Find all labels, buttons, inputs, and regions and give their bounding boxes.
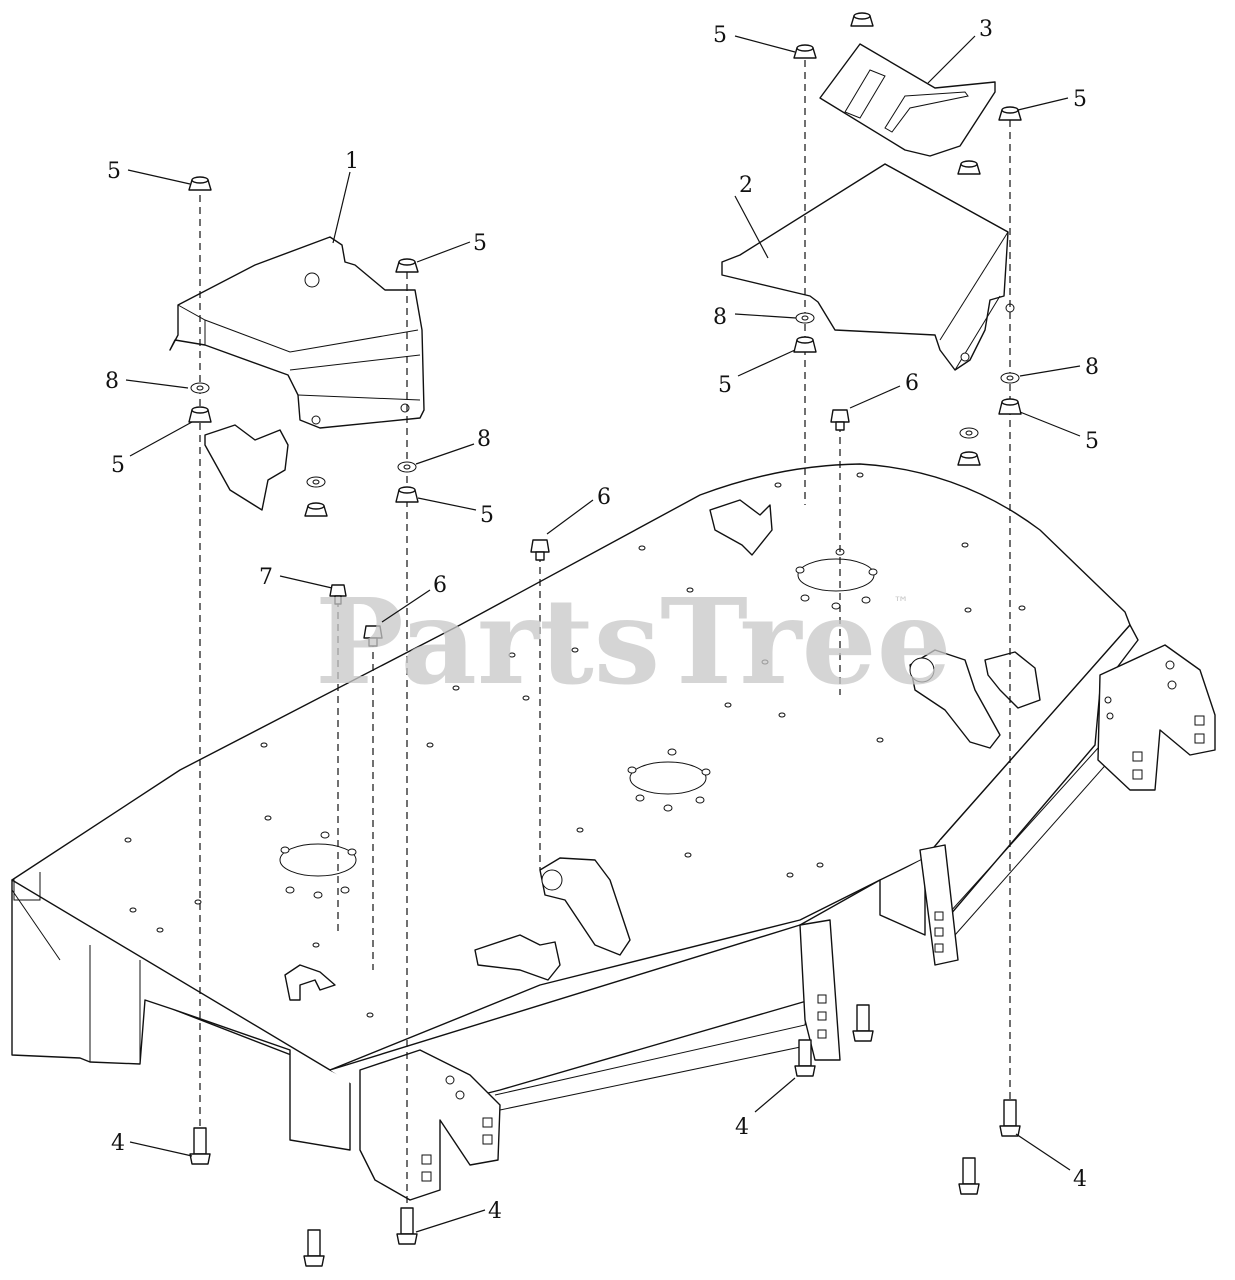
alignment-lines	[199, 60, 1011, 1210]
callout-label-c6a: 6	[597, 485, 611, 510]
part-callouts: 1 2 3 4 4 4 4 5 5 5 5 5 5 5 5 6 6 6 7 8 8 8 8	[105, 17, 1099, 1233]
callout-leader-c5b	[416, 241, 471, 263]
callout-leader-c6a	[546, 499, 594, 535]
callout-label-c4c: 4	[735, 1115, 749, 1140]
callout-label-c8b: 8	[477, 427, 491, 452]
partstree-watermark: PartsTree	[315, 572, 952, 711]
hardware	[188, 12, 1022, 1267]
callout-leader-c8c	[734, 313, 797, 319]
callout-leader-c5d	[417, 497, 477, 511]
callout-label-c5h: 5	[1085, 429, 1099, 454]
callout-label-c8a: 8	[105, 369, 119, 394]
callout-label-c7: 7	[259, 565, 273, 590]
callout-leader-c4d	[1015, 1133, 1071, 1171]
callout-leader-c6b	[381, 589, 431, 623]
callout-leader-c8b	[415, 443, 475, 465]
callout-label-c5a: 5	[107, 159, 121, 184]
callout-leader-c7	[279, 575, 333, 589]
callout-leader-c8d	[1019, 365, 1081, 377]
callout-leader-c2	[734, 195, 769, 259]
callout-label-c6b: 6	[433, 573, 447, 598]
callout-leader-c6c	[849, 385, 901, 409]
callout-label-c2: 2	[739, 173, 753, 198]
callout-label-c4d: 4	[1073, 1167, 1087, 1192]
callout-label-c5b: 5	[473, 231, 487, 256]
callout-label-c4b: 4	[488, 1199, 502, 1224]
callout-leader-c5g	[737, 349, 796, 377]
callout-leader-c5c	[129, 421, 193, 457]
callout-leader-c8a	[125, 379, 189, 389]
callout-label-c6c: 6	[905, 371, 919, 396]
baffle-part-1	[169, 236, 425, 429]
callout-leader-c4b	[415, 1209, 486, 1233]
callout-label-c3: 3	[979, 17, 993, 42]
callout-label-c5g: 5	[718, 373, 732, 398]
callout-leader-c5e	[734, 35, 796, 53]
callout-label-c5e: 5	[713, 23, 727, 48]
callout-leader-c5f	[1017, 97, 1069, 111]
callout-leader-c5a	[127, 169, 191, 185]
callout-leader-c4a	[129, 1141, 193, 1157]
callout-label-c5c: 5	[111, 453, 125, 478]
baffle-part-2	[721, 163, 1015, 371]
callout-label-c8d: 8	[1085, 355, 1099, 380]
mower-deck-shell	[11, 424, 1216, 1201]
callout-leader-c4c	[754, 1077, 796, 1113]
callout-label-c1: 1	[345, 149, 359, 174]
callout-leader-c1	[332, 171, 351, 244]
callout-label-c8c: 8	[713, 305, 727, 330]
callout-leader-c5h	[1019, 411, 1081, 437]
callout-label-c5d: 5	[480, 503, 494, 528]
shield-part-3	[819, 43, 996, 157]
callout-leader-c3	[927, 35, 976, 84]
trademark-symbol: ™	[893, 593, 909, 612]
callout-label-c5f: 5	[1073, 87, 1087, 112]
callout-label-c4a: 4	[111, 1131, 125, 1156]
